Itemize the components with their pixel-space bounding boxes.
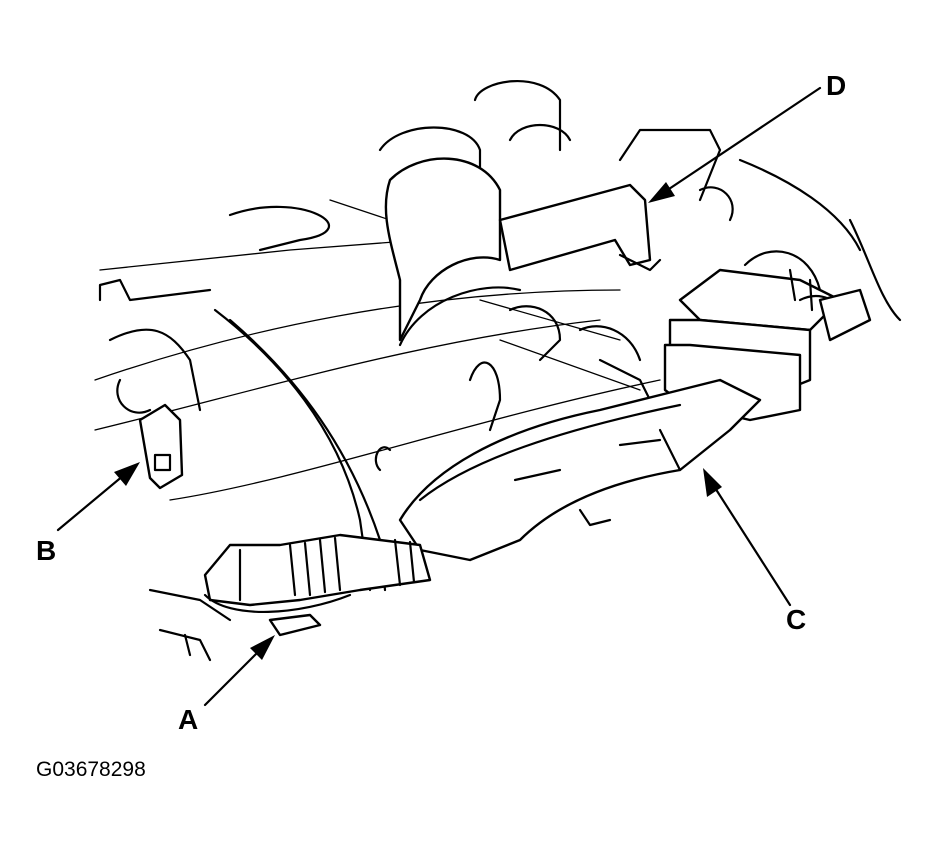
arrow-b-head — [114, 462, 140, 486]
callout-arrows — [56, 86, 822, 707]
arrow-a-head — [250, 635, 275, 660]
callout-label-b: B — [36, 535, 57, 566]
harness-bracket-d — [498, 183, 662, 272]
corrugated-tube-a — [203, 533, 432, 637]
bracket-b — [138, 403, 184, 490]
harness-sheath-c — [398, 378, 762, 562]
arrow-a-line — [203, 643, 267, 707]
callout-label-d: D — [826, 70, 847, 101]
figure-id: G03678298 — [36, 758, 146, 781]
callout-label-c: C — [786, 604, 807, 635]
coolant-hose — [384, 157, 522, 347]
callout-label-a: A — [178, 704, 199, 735]
arrow-d-line — [658, 86, 822, 197]
arrow-d-head — [648, 182, 675, 203]
arrow-c-line — [708, 478, 792, 607]
engine-background-outlines — [94, 79, 902, 662]
arrow-c-head — [703, 468, 722, 497]
harness-wire-left — [213, 308, 387, 592]
arrow-b-line — [56, 468, 132, 532]
